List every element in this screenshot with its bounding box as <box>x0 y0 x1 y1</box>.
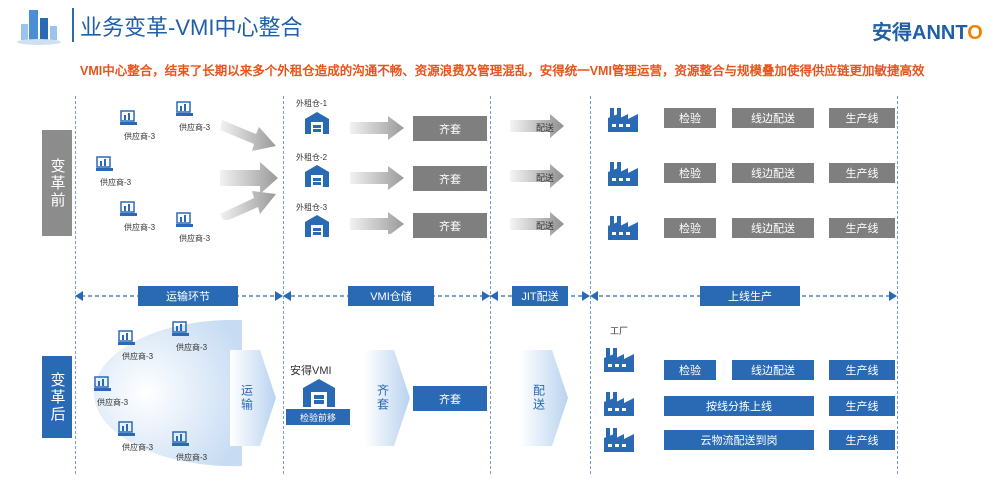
supplier-icon <box>176 101 193 116</box>
line-delivery-box: 线边配送 <box>732 108 814 128</box>
column-divider <box>897 96 898 474</box>
sort-by-line-box: 按线分拣上线 <box>664 396 814 416</box>
supplier-node: 供应商-3 <box>118 421 153 453</box>
transport-arrow <box>230 350 276 446</box>
warehouse-label: 外租仓-1 <box>296 99 328 108</box>
factory-icon <box>604 392 634 416</box>
delivery-arrow-label: 配送 <box>531 384 546 412</box>
production-line-box: 生产线 <box>829 360 895 380</box>
brand-logo: 安得ANNTO <box>872 22 983 44</box>
line-delivery-box: 线边配送 <box>732 360 814 380</box>
supplier-node: 供应商-3 <box>118 330 153 362</box>
supplier-node: 供应商-3 <box>176 212 210 244</box>
supplier-node: 供应商-3 <box>172 321 207 353</box>
production-line-box: 生产线 <box>829 218 895 238</box>
supplier-icon <box>172 431 189 446</box>
transport-label: 运输 <box>239 384 254 412</box>
factory-icon <box>608 216 638 240</box>
supplier-icon <box>172 321 189 336</box>
factory-icon <box>608 108 638 132</box>
column-divider <box>490 96 491 474</box>
delivery-arrows <box>510 114 564 236</box>
kit-box: 齐套 <box>413 386 487 411</box>
supplier-icon <box>120 201 137 216</box>
company-logo <box>17 10 61 45</box>
supplier-node: 供应商-3 <box>94 376 128 408</box>
stage-production: 上线生产 <box>700 286 800 306</box>
supplier-icon <box>96 156 113 171</box>
cloud-delivery-box: 云物流配送到岗 <box>664 430 814 450</box>
warehouse-icon <box>305 112 329 134</box>
column-divider <box>75 96 76 474</box>
production-line-box: 生产线 <box>829 430 895 450</box>
warehouse-flow-arrows <box>350 116 404 234</box>
inspection-box: 检验 <box>664 108 716 128</box>
factory-icon <box>604 428 634 452</box>
production-line-box: 生产线 <box>829 108 895 128</box>
delivery-label: 配送 <box>536 221 555 231</box>
supplier-node: 供应商-3 <box>120 201 155 233</box>
supplier-node: 供应商-3 <box>120 110 155 142</box>
before-label: 变革前 <box>42 130 72 236</box>
supplier-cluster-bg <box>93 319 242 467</box>
production-line-box: 生产线 <box>829 163 895 183</box>
factory-icon <box>608 162 638 186</box>
line-delivery-box: 线边配送 <box>732 163 814 183</box>
stage-jit: JIT配送 <box>512 286 568 306</box>
warehouse-label: 外租仓-2 <box>296 153 328 162</box>
kit-box: 齐套 <box>413 116 487 141</box>
inspection-box: 检验 <box>664 360 716 380</box>
supplier-icon <box>118 421 135 436</box>
warehouse-icon <box>305 215 329 237</box>
supplier-node: 供应商-3 <box>172 431 207 463</box>
supplier-icon <box>176 212 193 227</box>
supplier-icon <box>118 330 135 345</box>
delivery-arrow <box>520 350 568 446</box>
supplier-flow-arrows <box>220 120 278 220</box>
warehouse-icon <box>305 165 329 187</box>
inspection-box: 检验 <box>664 218 716 238</box>
supplier-icon <box>120 110 137 125</box>
after-label: 变革后 <box>42 356 72 438</box>
kit-box: 齐套 <box>413 166 487 191</box>
delivery-label: 配送 <box>536 123 555 133</box>
delivery-label: 配送 <box>536 173 555 183</box>
factory-label: 工厂 <box>610 326 629 336</box>
vmi-label: 安得VMI <box>290 365 332 377</box>
supplier-icon <box>94 376 111 391</box>
line-delivery-box: 线边配送 <box>732 218 814 238</box>
warehouse-label: 外租仓-3 <box>296 203 328 212</box>
column-divider <box>283 96 284 474</box>
pre-inspection-box: 检验前移 <box>286 409 350 425</box>
kit-box: 齐套 <box>413 213 487 238</box>
vmi-warehouse-icon <box>303 379 335 407</box>
kit-arrow-label: 齐套 <box>375 384 390 412</box>
supplier-node: 供应商-3 <box>96 156 131 188</box>
title-divider <box>72 8 74 42</box>
page-subtitle: VMI中心整合，结束了长期以来多个外租仓造成的沟通不畅、资源浪费及管理混乱，安得… <box>80 64 925 78</box>
inspection-box: 检验 <box>664 163 716 183</box>
supplier-node: 供应商-3 <box>176 101 210 133</box>
page-title: 业务变革-VMI中心整合 <box>80 15 303 40</box>
stage-vmi-storage: VMI仓储 <box>348 286 434 306</box>
stage-transport: 运输环节 <box>138 286 238 306</box>
column-divider <box>590 96 591 474</box>
kit-arrow <box>364 350 410 446</box>
factory-icon <box>604 348 634 372</box>
production-line-box: 生产线 <box>829 396 895 416</box>
